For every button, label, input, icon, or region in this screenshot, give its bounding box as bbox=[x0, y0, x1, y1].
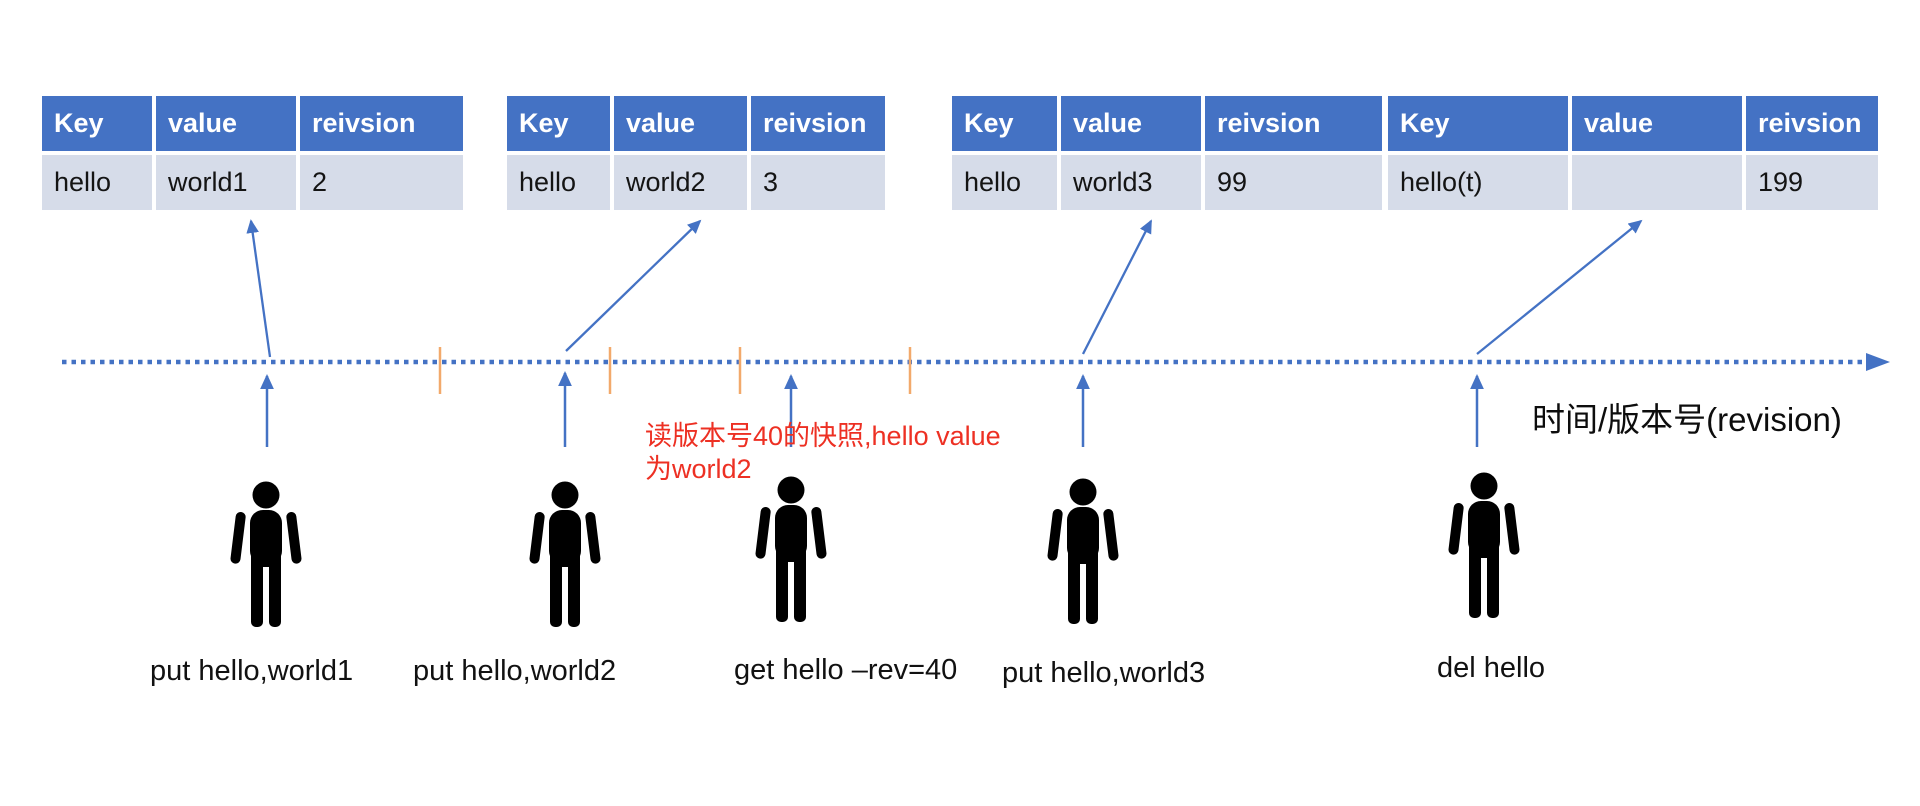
kv-table-2-header-row: Key value reivsion bbox=[507, 96, 885, 151]
person-icon bbox=[755, 476, 827, 624]
column-header: reivsion bbox=[751, 96, 885, 151]
actor-command-label: put hello,world2 bbox=[413, 655, 617, 687]
column-header: value bbox=[1061, 96, 1201, 151]
table-cell: hello bbox=[952, 155, 1057, 210]
table-cell: world3 bbox=[1061, 155, 1201, 210]
table-cell: 199 bbox=[1746, 155, 1878, 210]
table-cell: hello(t) bbox=[1388, 155, 1568, 210]
table-cell: hello bbox=[42, 155, 152, 210]
kv-table-4-header-row: Key value reivsion bbox=[1388, 96, 1878, 151]
timeline-to-table-arrow bbox=[1476, 219, 1643, 355]
column-header: reivsion bbox=[1205, 96, 1382, 151]
column-header: Key bbox=[507, 96, 610, 151]
timeline-to-table-arrow bbox=[246, 219, 272, 358]
snapshot-read-annotation: 读版本号40的快照,hello value 为world2 bbox=[645, 420, 1001, 486]
column-header: reivsion bbox=[1746, 96, 1878, 151]
kv-table-1-data-row: hello world1 2 bbox=[42, 155, 463, 210]
table-cell: 99 bbox=[1205, 155, 1382, 210]
timeline-to-table-arrow bbox=[565, 219, 702, 352]
kv-table-4-data-row: hello(t) 199 bbox=[1388, 155, 1878, 210]
column-header: value bbox=[614, 96, 747, 151]
person-icon bbox=[1448, 472, 1520, 620]
annotation-line-2: 为world2 bbox=[645, 454, 752, 484]
person-icon bbox=[1047, 478, 1119, 626]
table-cell: world1 bbox=[156, 155, 296, 210]
column-header: Key bbox=[952, 96, 1057, 151]
kv-table-3: Key value reivsion hello world3 99 bbox=[952, 96, 1382, 210]
table-cell: 3 bbox=[751, 155, 885, 210]
column-header: value bbox=[1572, 96, 1742, 151]
actor-command-label: put hello,world1 bbox=[150, 655, 354, 687]
kv-table-1-header-row: Key value reivsion bbox=[42, 96, 463, 151]
column-header: Key bbox=[1388, 96, 1568, 151]
timeline-to-table-arrow bbox=[1081, 219, 1153, 355]
kv-table-3-data-row: hello world3 99 bbox=[952, 155, 1382, 210]
column-header: value bbox=[156, 96, 296, 151]
timeline-arrowhead-icon bbox=[1866, 353, 1890, 371]
kv-table-2: Key value reivsion hello world2 3 bbox=[507, 96, 885, 210]
timeline-axis-label: 时间/版本号(revision) bbox=[1532, 401, 1842, 438]
actor-command-label: put hello,world3 bbox=[1002, 657, 1206, 689]
kv-table-1: Key value reivsion hello world1 2 bbox=[42, 96, 463, 210]
column-header: reivsion bbox=[300, 96, 463, 151]
kv-table-2-data-row: hello world2 3 bbox=[507, 155, 885, 210]
actor-command-label: get hello –rev=40 bbox=[734, 654, 958, 686]
column-header: Key bbox=[42, 96, 152, 151]
kv-table-4: Key value reivsion hello(t) 199 bbox=[1388, 96, 1878, 210]
table-cell: 2 bbox=[300, 155, 463, 210]
person-icon bbox=[529, 481, 601, 629]
annotation-line-1: 读版本号40的快照,hello value bbox=[645, 421, 1001, 451]
actor-command-label: del hello bbox=[1437, 652, 1546, 684]
person-icon bbox=[230, 481, 302, 629]
table-cell bbox=[1572, 155, 1742, 210]
kv-table-3-header-row: Key value reivsion bbox=[952, 96, 1382, 151]
table-cell: hello bbox=[507, 155, 610, 210]
table-cell: world2 bbox=[614, 155, 747, 210]
